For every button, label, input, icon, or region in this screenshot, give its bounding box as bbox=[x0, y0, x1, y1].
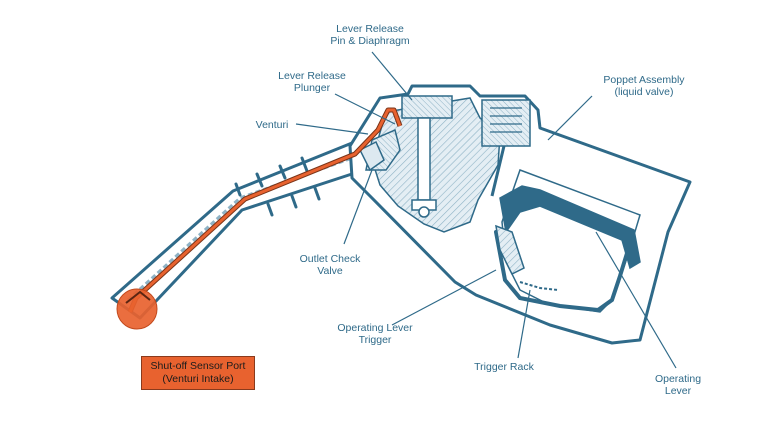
venturi-tube bbox=[127, 107, 403, 313]
leader-lines bbox=[295, 51, 677, 369]
label-operating-lever-trigger: Operating Lever Trigger bbox=[330, 322, 420, 346]
sensor-port-marker bbox=[116, 288, 158, 330]
sensor-port-callout-line2: (Venturi Intake) bbox=[162, 373, 234, 385]
label-lever-release-pin-line1: Lever Release bbox=[336, 23, 404, 35]
label-trigger-rack-line1: Trigger Rack bbox=[474, 361, 534, 373]
spout bbox=[110, 102, 397, 320]
label-operating-lever-line1: Operating bbox=[654, 373, 702, 385]
sensor-port-callout-line1: Shut-off Sensor Port bbox=[150, 360, 246, 372]
label-lever-release-pin: Lever Release Pin & Diaphragm bbox=[318, 23, 422, 47]
label-operating-lever-line2: Lever bbox=[664, 385, 692, 397]
label-operating-lever-trigger-line1: Operating Lever bbox=[337, 322, 413, 334]
label-lever-release-plunger-line1: Lever Release bbox=[278, 70, 346, 82]
label-outlet-check-valve-line2: Valve bbox=[317, 265, 343, 277]
label-operating-lever-trigger-line2: Trigger bbox=[358, 334, 392, 346]
operating-lever bbox=[494, 185, 641, 313]
label-trigger-rack: Trigger Rack bbox=[466, 361, 542, 373]
label-outlet-check-valve: Outlet Check Valve bbox=[292, 253, 368, 277]
sensor-port-callout: Shut-off Sensor Port (Venturi Intake) bbox=[141, 356, 255, 390]
label-poppet-assembly: Poppet Assembly (liquid valve) bbox=[596, 74, 692, 98]
label-poppet-assembly-line2: (liquid valve) bbox=[614, 86, 674, 98]
label-poppet-assembly-line1: Poppet Assembly bbox=[603, 74, 685, 86]
label-operating-lever: Operating Lever bbox=[648, 373, 708, 397]
label-venturi-line1: Venturi bbox=[255, 119, 289, 131]
label-lever-release-plunger-line2: Plunger bbox=[293, 82, 331, 94]
label-lever-release-plunger: Lever Release Plunger bbox=[272, 70, 352, 94]
label-venturi: Venturi bbox=[249, 119, 295, 131]
label-lever-release-pin-line2: Pin & Diaphragm bbox=[330, 35, 410, 47]
label-outlet-check-valve-line1: Outlet Check bbox=[299, 253, 361, 265]
